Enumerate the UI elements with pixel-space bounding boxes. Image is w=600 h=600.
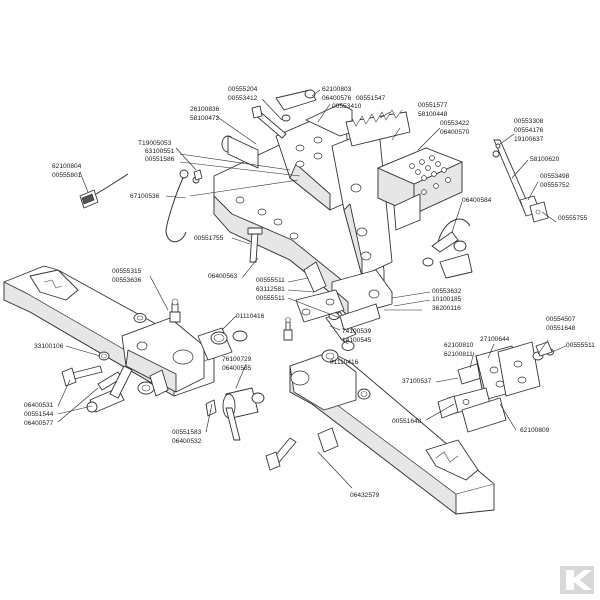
left-bolt-set xyxy=(61,365,169,413)
label-00555752: 00555752 xyxy=(540,182,570,189)
label-67100536: 67100536 xyxy=(130,193,160,200)
lower-pin xyxy=(205,387,297,471)
label-06400576: 06400576 xyxy=(322,95,352,102)
part-number-labels: 00555204 00553412 62100803 06400576 0055… xyxy=(24,86,595,499)
label-00553632: 00553632 xyxy=(432,288,462,295)
label-33100106: 33100106 xyxy=(34,343,64,350)
linch-pin xyxy=(79,173,129,209)
label-62100809: 62100809 xyxy=(520,427,550,434)
label-06432579: 06432579 xyxy=(350,492,380,499)
label-37100537: 37100537 xyxy=(402,378,432,385)
left-washer-set xyxy=(98,313,147,361)
label-00551648-b: 00551648 xyxy=(392,418,422,425)
label-00553422: 00553422 xyxy=(440,120,470,127)
label-00554507: 00554507 xyxy=(546,316,576,323)
label-00555204: 00555204 xyxy=(228,86,258,93)
label-62100804: 62100804 xyxy=(52,163,82,170)
label-00551547: 00551547 xyxy=(356,95,386,102)
label-06400563: 06400563 xyxy=(208,273,238,280)
label-00551755: 00551755 xyxy=(194,235,224,242)
label-14100545: 14100545 xyxy=(342,337,372,344)
label-26100836: 26100836 xyxy=(190,106,220,113)
label-00553412: 00553412 xyxy=(228,95,258,102)
label-06400570: 06400570 xyxy=(440,129,470,136)
label-10100185: 10100185 xyxy=(432,296,462,303)
label-19100637: 19100637 xyxy=(514,136,544,143)
label-62100810: 62100810 xyxy=(444,342,474,349)
right-arm-bushing xyxy=(317,311,371,453)
label-00553308: 00553308 xyxy=(514,118,544,125)
label-74100539: 74100539 xyxy=(342,328,372,335)
left-lower-arm xyxy=(3,265,215,397)
top-link-rod xyxy=(492,139,549,223)
right-lower-arm xyxy=(289,351,495,515)
label-63100551: 63100551 xyxy=(145,148,175,155)
label-00551583: 00551583 xyxy=(172,429,202,436)
label-00555315: 00555315 xyxy=(112,268,142,275)
label-76100729: 76100729 xyxy=(222,356,252,363)
comb-plate xyxy=(345,109,411,147)
grease-nipple-left xyxy=(169,298,181,323)
label-00551586: 00551586 xyxy=(145,156,175,163)
brand-logo xyxy=(560,566,594,594)
label-06400531: 06400531 xyxy=(24,402,54,409)
label-00553410: 00553410 xyxy=(332,103,362,110)
label-00551648-a: 00551648 xyxy=(546,325,576,332)
label-00551544: 00551544 xyxy=(24,411,54,418)
label-06400532: 06400532 xyxy=(172,438,202,445)
label-00555511-c: 00555511 xyxy=(566,342,595,349)
label-00555511-b: 00555511 xyxy=(256,295,285,302)
label-58100620: 58100620 xyxy=(530,156,560,163)
label-06400585: 06400585 xyxy=(222,365,252,372)
label-00554176: 00554176 xyxy=(514,127,544,134)
label-58100472: 58100472 xyxy=(190,115,220,122)
label-36200116: 36200116 xyxy=(432,305,461,312)
label-00551577: 00551577 xyxy=(418,102,448,109)
left-arm-bushing xyxy=(197,327,248,361)
hook-pin xyxy=(165,169,203,243)
label-06400577: 06400577 xyxy=(24,420,54,427)
top-link-holder xyxy=(377,147,463,231)
label-00553636: 00553636 xyxy=(112,277,142,284)
center-latch xyxy=(295,261,381,331)
label-00553498: 00553498 xyxy=(540,173,570,180)
label-01110416-a: 01110416 xyxy=(236,313,265,320)
leader-lines xyxy=(57,89,567,489)
retaining-wire xyxy=(422,218,473,279)
label-62100811: 62100811 xyxy=(444,351,473,358)
label-27100644: 27100644 xyxy=(480,336,510,343)
label-00555801: 00555801 xyxy=(52,172,82,179)
label-01110416-b: 01110416 xyxy=(330,359,359,366)
label-00555511-a: 00555511 xyxy=(256,277,285,284)
label-62100803: 62100803 xyxy=(322,86,352,93)
label-06400584: 06400584 xyxy=(462,197,492,204)
label-63112581: 63112581 xyxy=(256,286,285,293)
top-bracket-set xyxy=(221,89,317,169)
label-00555755: 00555755 xyxy=(558,215,588,222)
long-bolt xyxy=(247,227,263,263)
label-58100448: 58100448 xyxy=(418,111,448,118)
right-pivot-bracket xyxy=(437,341,554,433)
label-T19005053: T19005053 xyxy=(138,140,172,147)
grease-nipple-right xyxy=(283,317,293,341)
